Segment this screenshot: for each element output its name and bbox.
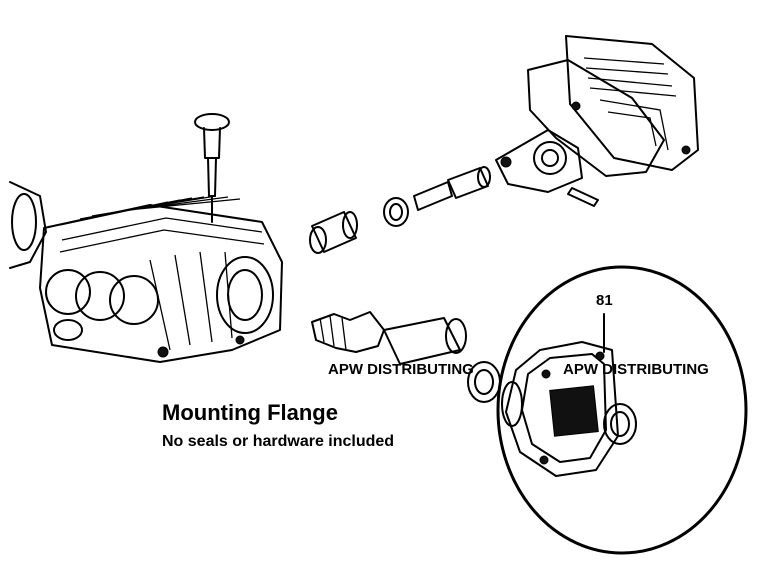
left-bearing-part [9,181,47,269]
crankcase-housing [39,195,283,363]
part-title: Mounting Flange [162,400,338,425]
watermark-text-left: APW DISTRIBUTING [328,361,474,378]
oil-dipstick [194,113,230,223]
connecting-rod [413,166,491,211]
pin [567,187,599,207]
bearing-cap [495,129,583,193]
highlight-ellipse [496,265,748,555]
piston-sleeve [309,211,358,254]
rear-cover [527,35,699,177]
o-ring [383,197,409,227]
crankshaft [311,311,467,365]
part-number-label: 81 [596,292,613,309]
part-note: No seals or hardware included [162,433,395,450]
watermark-text-right: APW DISTRIBUTING [563,361,709,378]
mounting-flange [501,341,637,477]
